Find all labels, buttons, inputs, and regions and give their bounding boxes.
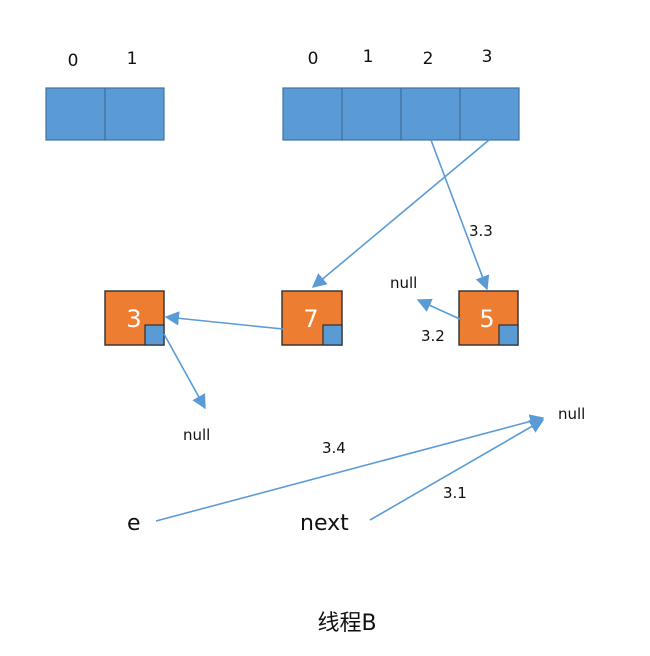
- large-array-cell: [341, 87, 402, 141]
- node-7-value: 7: [303, 305, 318, 333]
- arrow-index2-to-node5: [430, 139, 490, 291]
- large-array-cell: [282, 87, 343, 141]
- variable-next: next: [300, 511, 349, 536]
- large-array: 0 1 2 3: [282, 47, 520, 141]
- small-array: 0 1: [45, 49, 165, 141]
- node-5: 5: [458, 290, 519, 346]
- arrow-node7-to-node3: [164, 311, 284, 330]
- arrow-node5-to-null: [416, 298, 463, 321]
- small-array-cell: [104, 87, 165, 141]
- step-label-3-1: 3.1: [443, 484, 467, 502]
- small-array-index-1: 1: [127, 49, 138, 69]
- diagram-caption: 线程B: [317, 611, 376, 636]
- null-label: null: [183, 426, 210, 444]
- node-5-value: 5: [479, 305, 494, 333]
- step-label-3-2: 3.2: [421, 327, 445, 345]
- small-array-index-0: 0: [68, 51, 79, 71]
- small-array-cell: [45, 87, 106, 141]
- large-array-cell: [459, 87, 520, 141]
- null-label: null: [390, 274, 417, 292]
- arrow-node3-to-null: [163, 333, 206, 410]
- step-label-3-3: 3.3: [469, 222, 493, 240]
- node-next-pointer: [498, 324, 519, 346]
- null-label: null: [558, 405, 585, 423]
- large-array-index-1: 1: [363, 47, 374, 67]
- arrow-index3-to-node7: [311, 139, 490, 288]
- variable-e: e: [127, 511, 141, 536]
- node-3: 3: [104, 290, 165, 346]
- node-next-pointer: [144, 324, 165, 346]
- arrow-next-to-null: [369, 419, 545, 521]
- large-array-index-3: 3: [482, 47, 493, 67]
- node-7: 7: [281, 290, 343, 346]
- arrow-e-to-null: [155, 414, 545, 522]
- large-array-index-0: 0: [308, 49, 319, 69]
- large-array-index-2: 2: [423, 49, 434, 69]
- node-next-pointer: [322, 324, 343, 346]
- large-array-cell: [400, 87, 461, 141]
- step-label-3-4: 3.4: [322, 439, 346, 457]
- node-3-value: 3: [126, 305, 141, 333]
